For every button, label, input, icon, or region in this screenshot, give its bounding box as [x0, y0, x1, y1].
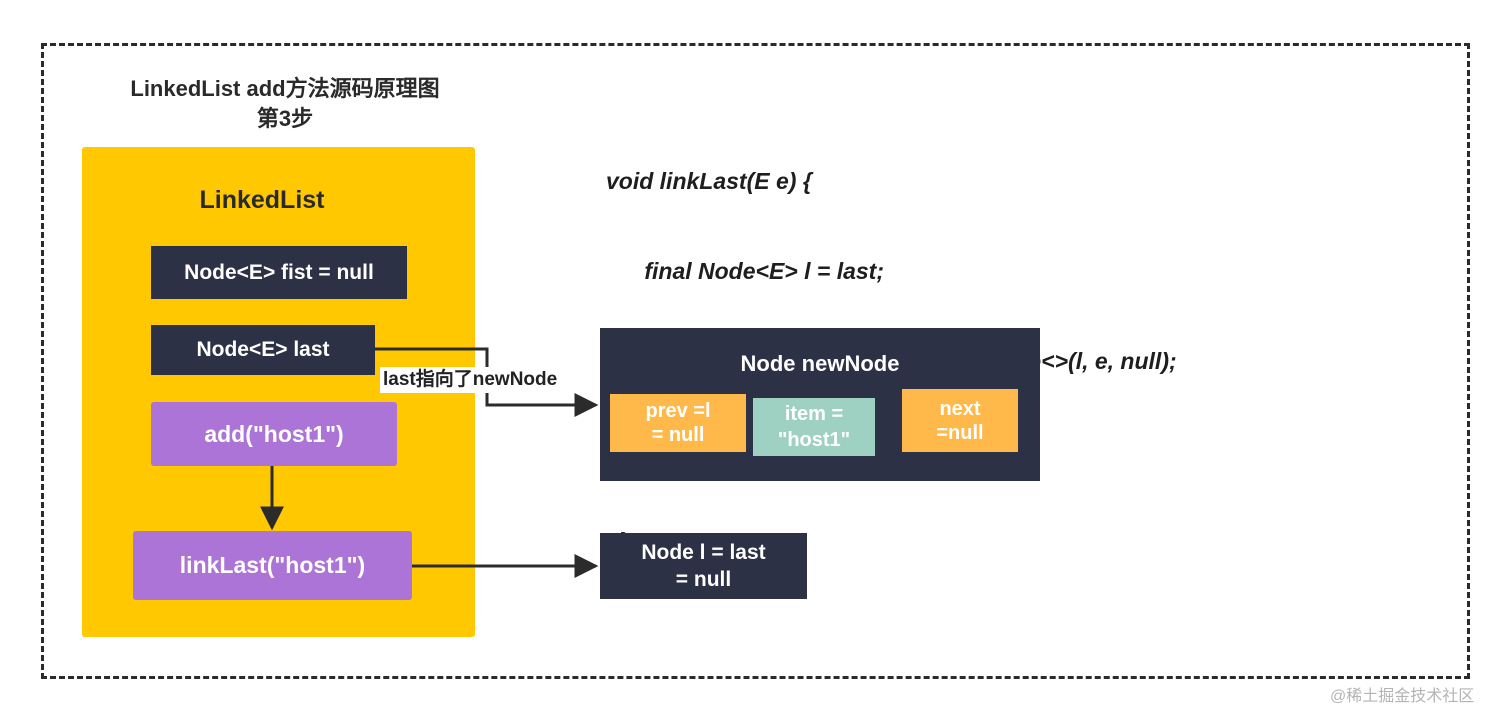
item-field-line-2: "host1": [777, 429, 851, 451]
code-line-2: final Node<E> l = last;: [606, 258, 884, 284]
linklast-call-box: linkLast("host1"): [133, 531, 412, 600]
add-call-box: add("host1"): [151, 402, 397, 466]
watermark: @稀土掘金技术社区: [1330, 688, 1475, 705]
local-node-line-1: Node l = last: [641, 541, 766, 564]
local-node-box: Node l = last = null: [600, 533, 807, 599]
new-node-title: Node newNode: [740, 351, 900, 376]
code-line-1: void linkLast(E e) {: [606, 168, 812, 194]
item-field: item = "host1": [753, 398, 875, 456]
prev-field: prev =l = null: [610, 394, 746, 452]
linkedlist-label: LinkedList: [199, 186, 325, 214]
title-line-2: 第3步: [256, 106, 314, 131]
prev-field-line-1: prev =l: [645, 400, 711, 422]
last-pointer-label: last指向了newNode: [380, 367, 561, 393]
first-field-box: Node<E> fist = null: [151, 246, 407, 299]
last-field-box: Node<E> last: [151, 325, 375, 375]
diagram-title: LinkedList add方法源码原理图 第3步: [95, 74, 475, 134]
local-node-line-2: = null: [675, 568, 732, 591]
diagram-frame: [41, 43, 1470, 679]
prev-field-line-2: = null: [651, 424, 705, 446]
next-field: next =null: [902, 389, 1018, 452]
title-line-1: LinkedList add方法源码原理图: [130, 76, 440, 101]
item-field-line-1: item =: [784, 403, 844, 425]
next-field-line-1: next: [939, 397, 981, 420]
next-field-line-2: =null: [936, 421, 984, 444]
